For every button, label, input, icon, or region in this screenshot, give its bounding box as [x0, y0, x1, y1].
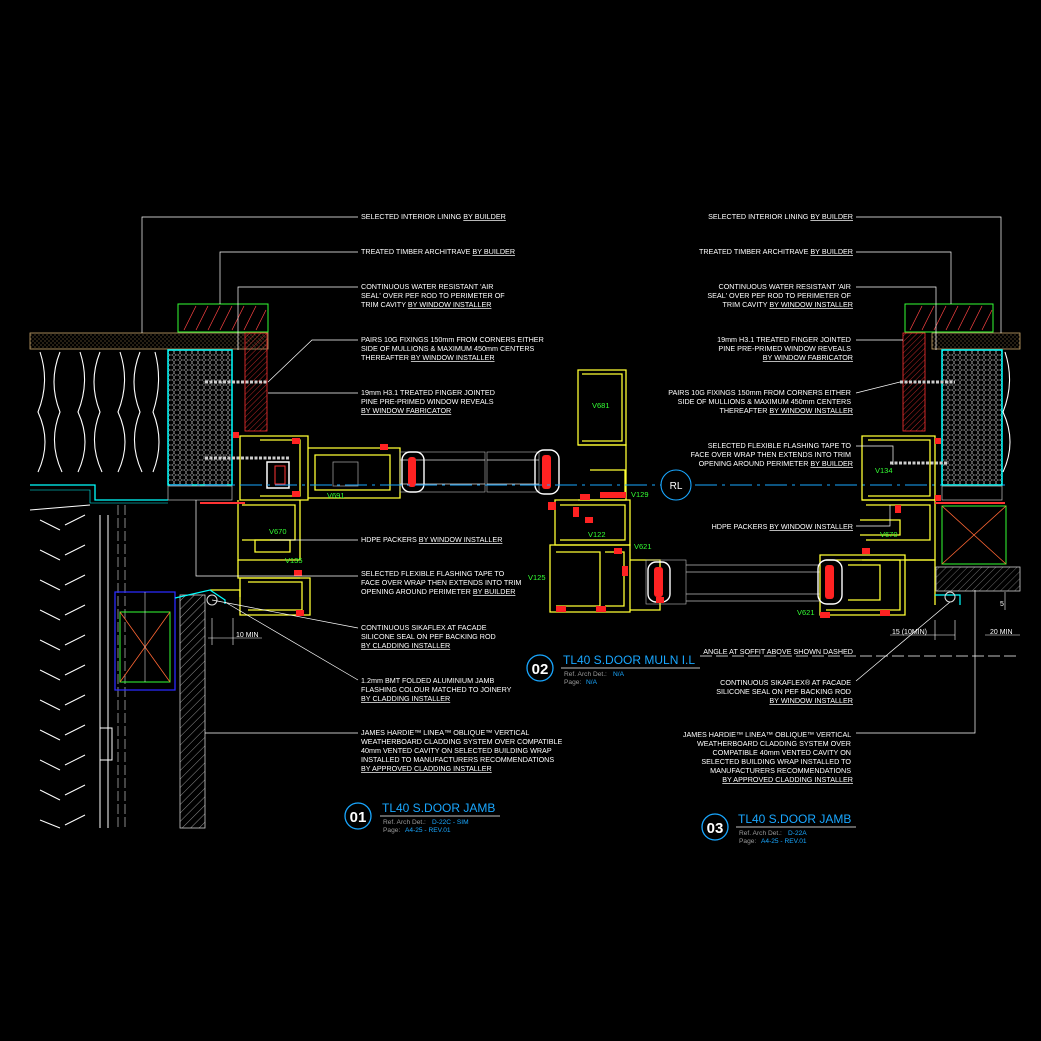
cladding-left	[29, 504, 226, 829]
wall-insulation-left	[37, 351, 160, 473]
detail-number-02: 02	[532, 661, 549, 678]
page-value-03: A4-25 - REV.01	[761, 838, 807, 845]
detail-number-circle-03	[701, 813, 729, 841]
label-v135: V135	[285, 556, 303, 565]
detail-title-01: TL40 S.DOOR JAMB	[382, 801, 495, 815]
dim-10min: 10 MIN	[236, 632, 259, 639]
glazing-mullion	[486, 449, 687, 605]
rl-label: RL	[670, 481, 683, 492]
detail-01-graphics	[29, 303, 486, 829]
ref-value-01: D-22C - SIM	[432, 819, 469, 826]
note-r-cladding: JAMES HARDIE™ LINEA™ OBLIQUE™ VERTICAL W…	[683, 730, 853, 784]
page-label-01: Page:	[383, 827, 400, 834]
detail-title-02: TL40 S.DOOR MULN I.L	[563, 653, 695, 667]
note-cladding: JAMES HARDIE™ LINEA™ OBLIQUE™ VERTICAL W…	[361, 728, 564, 773]
detail-03-graphics	[700, 303, 1021, 657]
title-block-01: 01 TL40 S.DOOR JAMB Ref. Arch Det.: D-22…	[344, 801, 500, 834]
detail-02-graphics: RL	[170, 369, 1010, 613]
dim-20min: 20 MIN	[990, 629, 1013, 636]
note-r-hdpe-packers: HDPE PACKERS BY WINDOW INSTALLER	[712, 522, 853, 531]
detail-number-circle-02	[526, 654, 554, 682]
page-label-02: Page:	[564, 679, 581, 686]
label-v691: V691	[327, 491, 345, 500]
note-jamb-flashing: 1.2mm BMT FOLDED ALUMINIUM JAMB FLASHING…	[361, 676, 513, 703]
gaskets-left	[233, 432, 388, 616]
ref-value-03: D-22A	[788, 830, 807, 837]
note-air-seal: CONTINUOUS WATER RESISTANT 'AIR SEAL' OV…	[361, 282, 507, 309]
note-interior-lining: SELECTED INTERIOR LINING BY BUILDER	[361, 212, 506, 221]
note-flashing-tape: SELECTED FLEXIBLE FLASHING TAPE TO FACE …	[361, 569, 523, 596]
page-label-03: Page:	[739, 838, 756, 845]
title-block-03: 03 TL40 S.DOOR JAMB Ref. Arch Det.: D-22…	[701, 812, 856, 845]
note-fixings: PAIRS 10G FIXINGS 150mm FROM CORNERS EIT…	[361, 335, 546, 362]
detail-title-03: TL40 S.DOOR JAMB	[738, 812, 851, 826]
detail-number-03: 03	[707, 820, 724, 837]
ref-value-02: N/A	[613, 671, 625, 678]
label-v134: V134	[875, 466, 893, 475]
notes-detail-01: SELECTED INTERIOR LINING BY BUILDER TREA…	[361, 212, 564, 773]
detail-number-circle-01	[344, 802, 372, 830]
dim-15-10min: 15 (10MIN)	[892, 629, 927, 636]
dim-5: 5	[1000, 601, 1004, 608]
glazing-right	[817, 559, 843, 605]
note-reveals: 19mm H3.1 TREATED FINGER JOINTED PINE PR…	[361, 388, 497, 415]
note-r-air-seal: CONTINUOUS WATER RESISTANT 'AIR SEAL' OV…	[707, 282, 853, 309]
label-v681: V681	[592, 401, 610, 410]
door-frame-profile-left	[210, 435, 401, 616]
dimension-10min	[208, 618, 262, 645]
label-v670-right: V670	[880, 530, 898, 539]
glazing-left	[399, 451, 486, 493]
leaders-right	[855, 216, 1002, 734]
note-sikaflex: CONTINUOUS SIKAFLEX AT FACADE SILICONE S…	[361, 623, 498, 650]
detail-number-01: 01	[350, 809, 367, 826]
note-r-reveals: 19mm H3.1 TREATED FINGER JOINTED PINE PR…	[717, 335, 853, 362]
ref-label-03: Ref. Arch Det.:	[739, 830, 782, 837]
note-r-soffit-angle: ANGLE AT SOFFIT ABOVE SHOWN DASHED	[703, 647, 853, 656]
label-v129: V129	[631, 490, 649, 499]
label-v122: V122	[588, 530, 606, 539]
note-r-flashing-tape: SELECTED FLEXIBLE FLASHING TAPE TO FACE …	[691, 441, 853, 468]
rl-marker	[660, 469, 692, 501]
note-r-architrave: TREATED TIMBER ARCHITRAVE BY BUILDER	[699, 247, 853, 256]
note-r-sikaflex: CONTINUOUS SIKAFLEX® AT FACADE SILICONE …	[716, 678, 853, 705]
label-v670: V670	[269, 527, 287, 536]
label-v621-right: V621	[797, 608, 815, 617]
notes-detail-03: SELECTED INTERIOR LINING BY BUILDER TREA…	[668, 212, 853, 784]
profile-labels: V691 V670 V135 V681 V129 V122 V621 V125 …	[269, 401, 898, 617]
note-r-interior-lining: SELECTED INTERIOR LINING BY BUILDER	[708, 212, 853, 221]
ref-label-01: Ref. Arch Det.:	[383, 819, 426, 826]
ref-label-02: Ref. Arch Det.:	[564, 671, 607, 678]
page-value-01: A4-25 - REV.01	[405, 827, 451, 834]
note-architrave: TREATED TIMBER ARCHITRAVE BY BUILDER	[361, 247, 515, 256]
title-block-02: 02 TL40 S.DOOR MULN I.L Ref. Arch Det.: …	[526, 653, 700, 686]
note-hdpe-packers: HDPE PACKERS BY WINDOW INSTALLER	[361, 535, 502, 544]
page-value-02: N/A	[586, 679, 598, 686]
leaders-left	[141, 216, 359, 734]
label-v621: V621	[634, 542, 652, 551]
label-v125: V125	[528, 573, 546, 582]
note-r-fixings: PAIRS 10G FIXINGS 150mm FROM CORNERS EIT…	[668, 388, 853, 415]
fixing-screws-left	[205, 380, 290, 460]
